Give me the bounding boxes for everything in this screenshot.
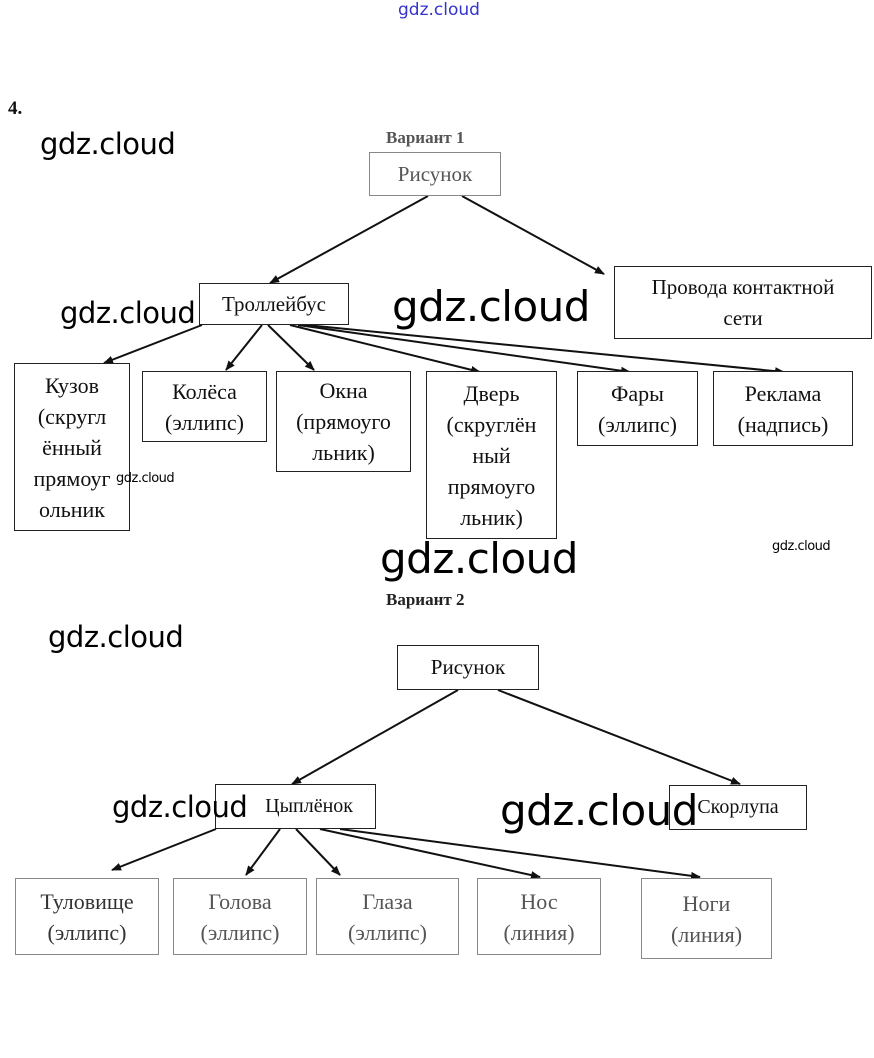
- v1-node-lights: Фары (эллипс): [577, 371, 698, 446]
- edge-v1-troll-lights: [297, 324, 631, 375]
- problem-number: 4.: [8, 98, 23, 119]
- v1-node-ads: Реклама (надпись): [713, 371, 853, 446]
- watermark: gdz.cloud: [772, 539, 831, 554]
- watermark: gdz.cloud: [112, 790, 248, 824]
- v1-node-windows: Окна (прямоуго льник): [276, 371, 411, 472]
- watermark: gdz.cloud: [60, 296, 196, 330]
- v1-node-door: Дверь (скруглён ный прямоуго льник): [426, 371, 557, 539]
- v1-node-trolleybus: Троллейбус: [199, 283, 349, 325]
- watermark: gdz.cloud: [48, 620, 184, 654]
- v1-node-body: Кузов (скругл ённый прямоуг ольник: [14, 363, 130, 531]
- v1-root-node: Рисунок: [369, 152, 501, 196]
- edge-v1-troll-wheels: [225, 324, 263, 371]
- watermark: gdz.cloud: [116, 471, 175, 486]
- v1-node-wires: Провода контактной сети: [614, 266, 872, 339]
- watermark: gdz.cloud: [40, 127, 176, 161]
- v2-node-chick: Цыплёнок: [215, 784, 376, 829]
- edge-v2-chick-nose: [319, 828, 541, 879]
- v2-node-body: Туловище (эллипс): [15, 878, 159, 955]
- v2-node-eyes: Глаза (эллипс): [316, 878, 459, 955]
- v2-root-node: Рисунок: [397, 645, 539, 690]
- edge-v2-chick-body: [111, 828, 217, 871]
- edge-v2-chick-head: [245, 828, 281, 876]
- edge-v2-chick-legs: [339, 828, 701, 880]
- v2-node-head: Голова (эллипс): [173, 878, 307, 955]
- edge-v1-troll-door: [289, 324, 481, 374]
- edge-v1-root-trolleybus: [269, 195, 429, 284]
- watermark: gdz.cloud: [380, 534, 578, 583]
- edge-v1-troll-windows: [267, 324, 315, 371]
- variant2-title: Вариант 2: [386, 590, 465, 609]
- edge-v2-root-chick: [291, 689, 459, 785]
- variant1-title: Вариант 1: [386, 128, 465, 147]
- header-watermark[interactable]: gdz.cloud: [398, 0, 480, 20]
- edge-v2-chick-eyes: [295, 828, 341, 876]
- edge-v1-troll-ads: [305, 324, 785, 376]
- edge-v1-root-wires: [461, 195, 605, 275]
- edge-v1-troll-body: [103, 324, 203, 364]
- v1-node-wheels: Колёса (эллипс): [142, 371, 267, 442]
- watermark: gdz.cloud: [500, 786, 698, 835]
- v2-node-shell: Скорлупа: [669, 785, 807, 830]
- v2-node-nose: Нос (линия): [477, 878, 601, 955]
- v2-node-legs: Ноги (линия): [641, 878, 772, 959]
- edge-v2-root-shell: [497, 689, 741, 785]
- watermark: gdz.cloud: [392, 282, 590, 331]
